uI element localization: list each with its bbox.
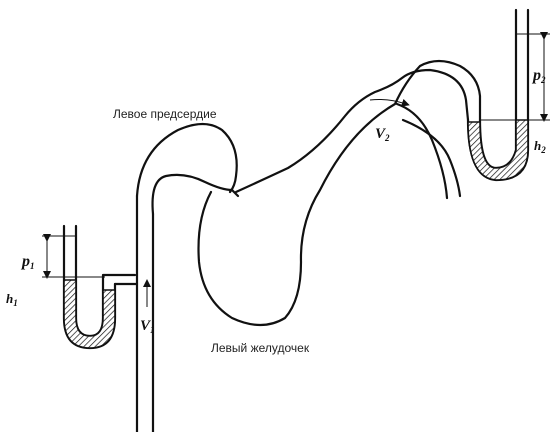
left-ventricle-shape bbox=[199, 61, 481, 325]
left-ventricle-label: Левый желудочек bbox=[211, 341, 310, 355]
left-manometer bbox=[64, 226, 137, 348]
p1-label: p1 bbox=[20, 253, 35, 271]
v2-label: V2 bbox=[375, 126, 390, 143]
right-manometer bbox=[468, 10, 528, 180]
h2-label: h2 bbox=[534, 138, 546, 155]
v2-flow-arrow bbox=[370, 100, 406, 105]
aorta-arc bbox=[397, 104, 460, 198]
h1-label: h1 bbox=[6, 291, 18, 308]
left-atrium-label: Левое предсердие bbox=[113, 107, 217, 121]
p1-dimension bbox=[42, 236, 105, 277]
left-atrium-shape bbox=[137, 124, 238, 214]
pulmonary-vein-tube bbox=[137, 196, 153, 432]
